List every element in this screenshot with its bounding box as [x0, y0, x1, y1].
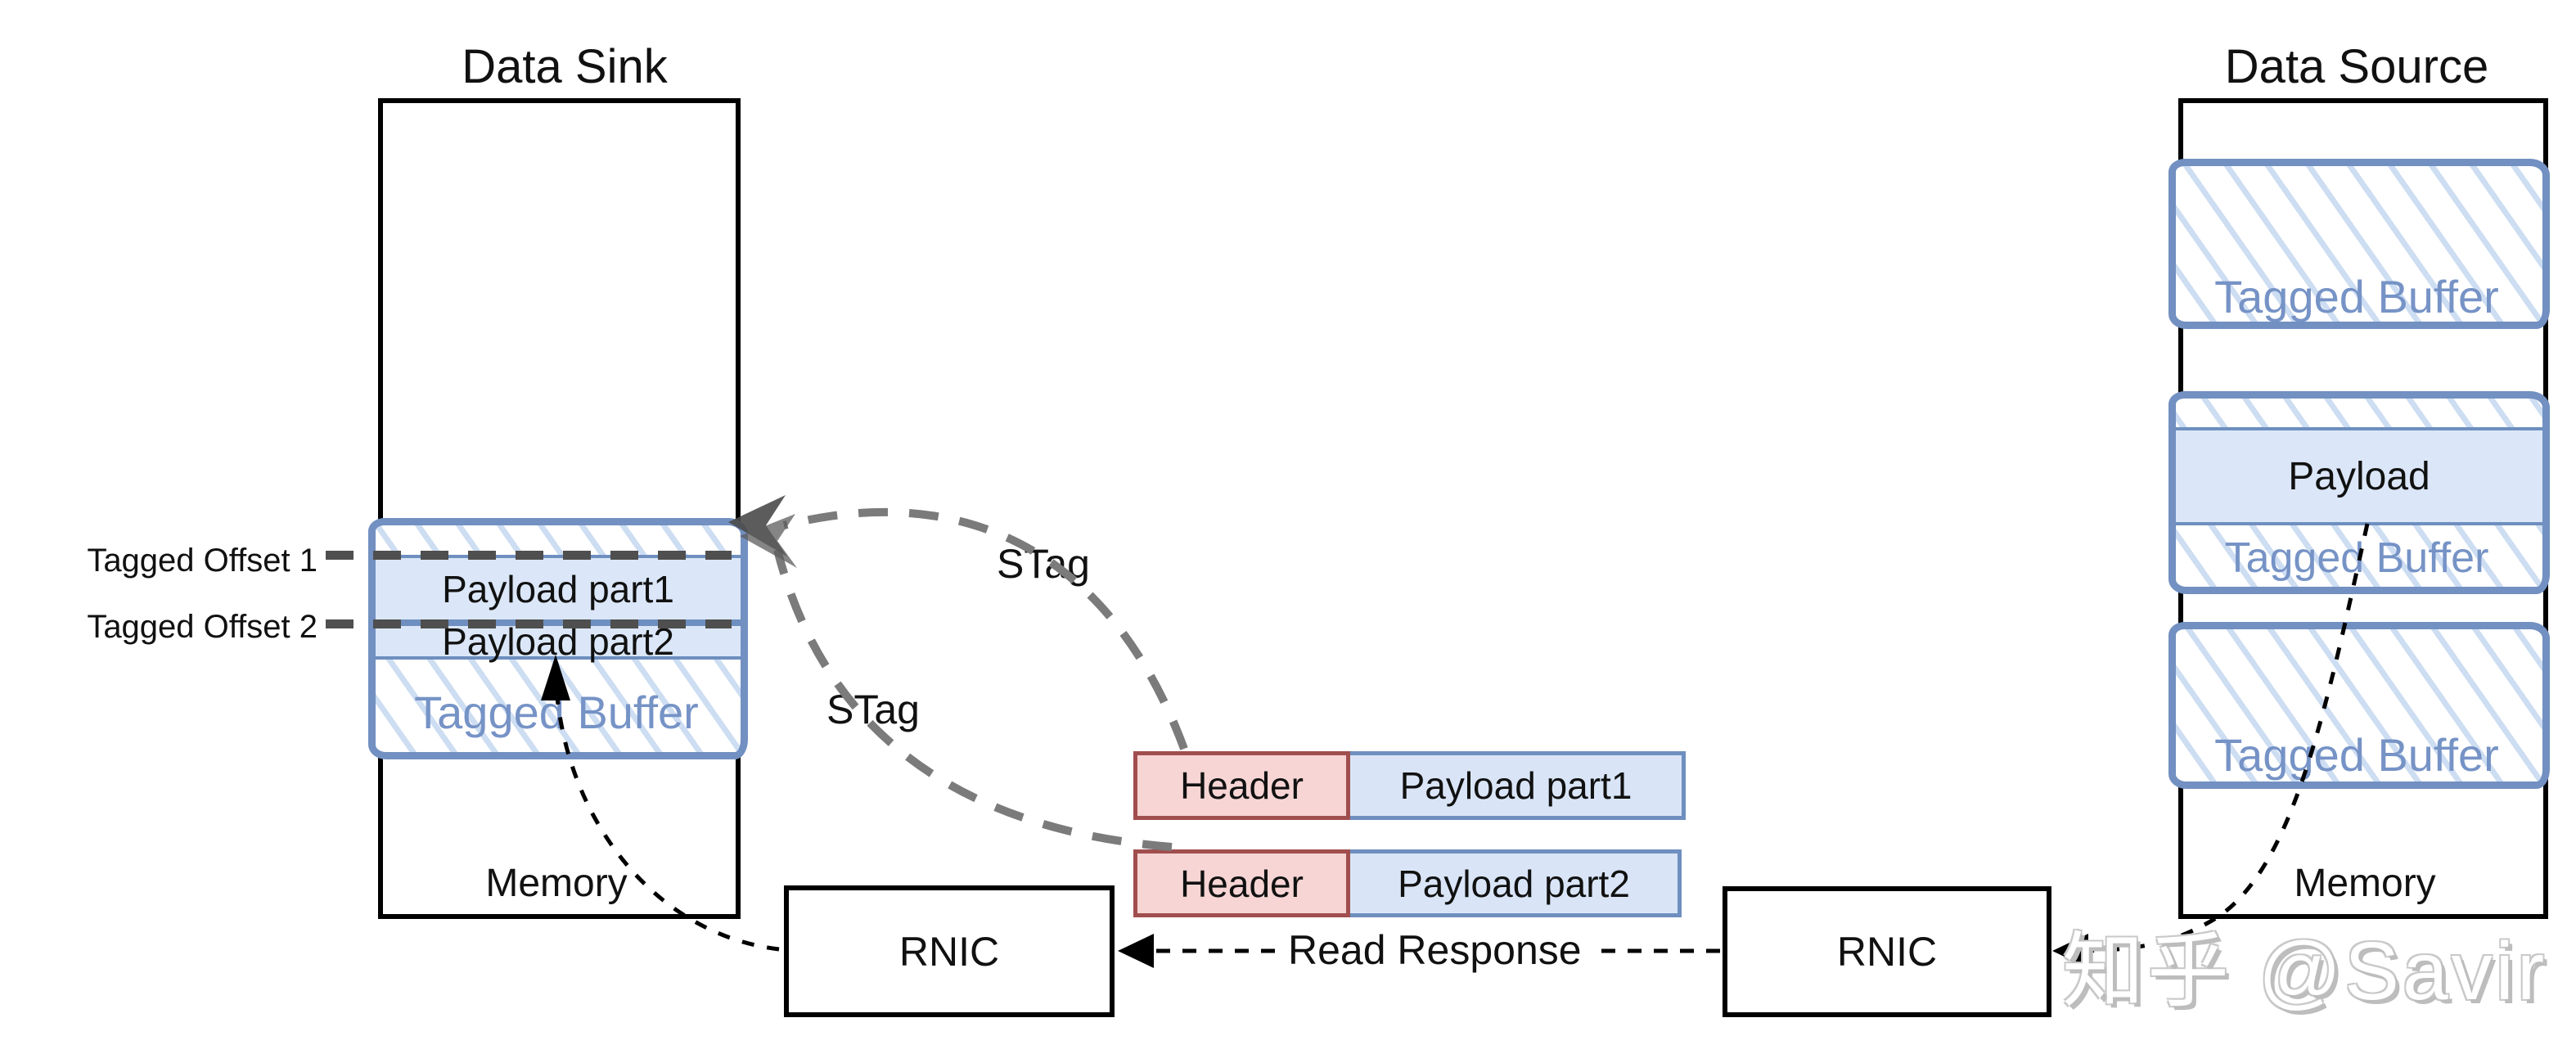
tagged-offset-1-label: Tagged Offset 1	[87, 543, 317, 579]
sink-buffer-label: Tagged Buffer	[414, 687, 699, 738]
packet-1: Header Payload part1	[1133, 751, 1686, 820]
sink-rnic-label: RNIC	[898, 928, 1000, 975]
source-payload: Payload	[2176, 427, 2542, 525]
source-buffer-bottom-label: Tagged Buffer	[2214, 729, 2499, 781]
packet-2: Header Payload part2	[1133, 849, 1682, 917]
sink-payload-part1: Payload part1	[376, 555, 741, 623]
stag-label-upper: STag	[997, 541, 1090, 587]
sink-memory-box	[378, 98, 741, 919]
read-response-arrowhead-icon	[1118, 934, 1154, 968]
source-tagged-buffer-top	[2168, 159, 2550, 329]
tagged-offset-2-line	[326, 619, 732, 628]
stag-label-lower: STag	[826, 687, 920, 732]
tagged-offset-1-line	[326, 551, 732, 560]
packet-1-header: Header	[1133, 751, 1350, 820]
watermark: 知乎 @Savir	[2062, 926, 2548, 1017]
source-rnic-box: RNIC	[1723, 886, 2051, 1017]
source-buffer-top-label: Tagged Buffer	[2214, 271, 2499, 322]
packet-2-header: Header	[1133, 849, 1350, 917]
sink-memory-label: Memory	[485, 862, 628, 905]
stag-arrowhead2-icon	[740, 514, 797, 568]
packet-1-payload: Payload part1	[1350, 751, 1686, 820]
read-response-label: Read Response	[1277, 926, 1593, 974]
sink-rnic-box: RNIC	[784, 885, 1115, 1017]
packet-2-payload: Payload part2	[1350, 849, 1682, 917]
data-sink-title: Data Sink	[462, 40, 668, 93]
source-memory-label: Memory	[2294, 862, 2436, 905]
data-source-title: Data Source	[2224, 40, 2489, 93]
source-buffer-middle-label: Tagged Buffer	[2224, 534, 2489, 582]
source-rnic-label: RNIC	[1836, 929, 1938, 975]
tagged-offset-2-label: Tagged Offset 2	[87, 609, 317, 645]
